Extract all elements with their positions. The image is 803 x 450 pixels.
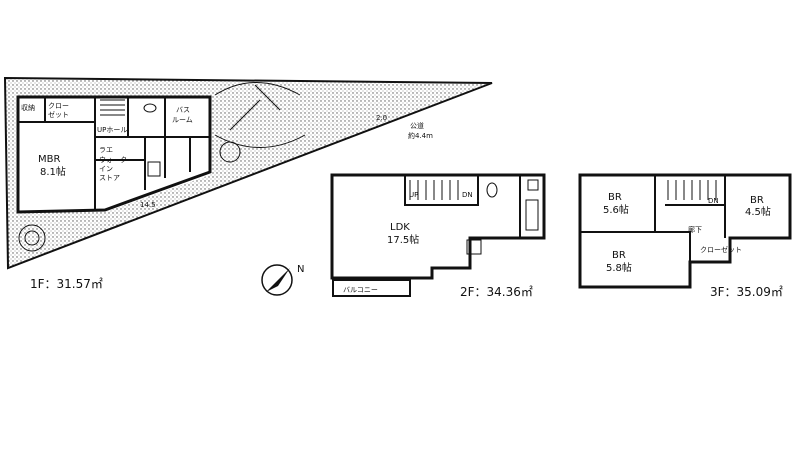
label-br1-size: 5.6帖 [603,203,629,216]
label-br3-size: 5.8帖 [606,261,632,274]
dimension-label-1: 2.0 [376,114,387,122]
driveway-markings [214,82,306,163]
label-br2: BR [750,195,764,206]
label-3f-closet: クローゼット [700,245,742,254]
floor-2-walls [330,173,546,280]
floor-3-stairs [667,180,717,200]
floor-1-stairs [100,99,125,116]
floor-1-plan: 収納 クロー ゼット MBR 8.1帖 UPホール バス ルーム ラエ ウォーク… [3,76,493,291]
label-walkin-2: イン [99,165,113,173]
label-2f-dn: DN [462,191,473,199]
label-bath-2: ルーム [172,116,193,124]
label-walkin-1: ウォーク [99,156,127,164]
label-mbr: MBR [38,154,60,165]
fridge-box [527,179,539,191]
compass-icon: N [261,264,304,296]
compass-north-label: N [297,264,304,275]
label-3f-hall: 廊下 [688,225,702,234]
toilet-fixture-2f [486,182,498,198]
label-utility: ラエ [99,146,113,154]
label-br3: BR [612,250,626,261]
label-storage: 収納 [21,103,35,112]
label-mbr-size: 8.1帖 [40,165,66,178]
floor-3-partitions [580,175,726,262]
floor-1-area: 1F：31.57㎡ [30,277,103,291]
floor-3-plan: BR 5.6帖 BR 4.5帖 BR 5.8帖 廊下 クローゼット DN 3F：… [578,173,792,299]
kitchen-counter [525,199,539,231]
toilet-fixture [143,103,157,113]
label-bath-1: バス [176,106,190,114]
label-ldk-size: 17.5帖 [387,233,419,246]
road-label: 公道 [410,121,424,130]
floor-2-stairs [409,180,459,200]
label-closet-2: ゼット [48,110,69,119]
label-balcony: バルコニー [343,286,378,294]
tree-symbol [18,224,46,252]
floor-1-walls [16,95,212,214]
label-closet-1: クロー [48,102,69,110]
label-3f-dn: DN [708,197,719,205]
floor-1-partitions [18,97,210,210]
floor-2-partitions [404,175,521,238]
floor-2-interior [332,175,544,278]
label-walkin-3: ストア [99,174,120,182]
floor-3-area: 3F：35.09㎡ [710,285,783,299]
floor-2-area: 2F：34.36㎡ [460,285,533,299]
label-br2-size: 4.5帖 [745,205,771,218]
dimension-label-2: 14.5 [140,201,156,209]
label-br1: BR [608,192,622,203]
label-ldk: LDK [390,222,410,233]
floor-2-plan: UP DN LDK 17.5帖 バルコニー 2F：34.36㎡ [330,173,546,299]
road-width-label: 約4.4m [408,131,433,140]
site-boundary [3,76,493,270]
balcony-outline [332,279,411,297]
floor-3-walls [578,173,792,289]
label-2f-up: UP [409,191,418,199]
floor-1-interior [18,97,210,212]
floor-2-box [466,239,482,255]
sink-fixture [147,161,161,177]
label-up-hall: UPホール [97,126,127,134]
